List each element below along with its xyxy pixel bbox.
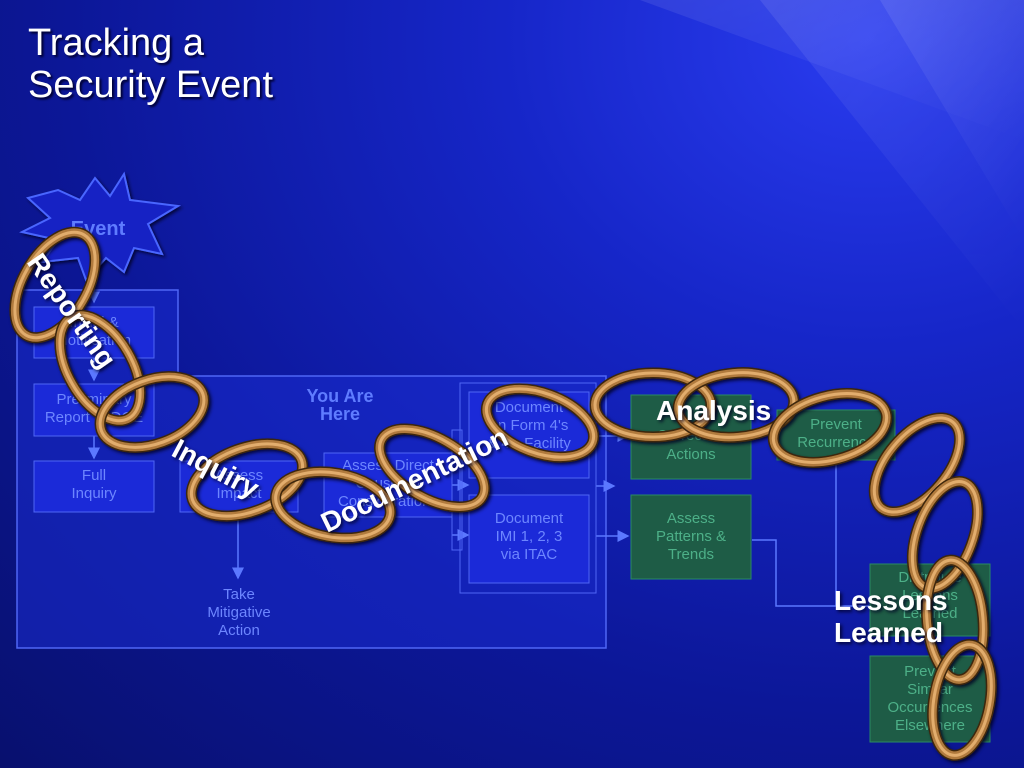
chain-link-highlight — [98, 375, 206, 449]
mitigative-text: Mitigative — [207, 604, 270, 621]
box-text: Document — [495, 510, 564, 527]
chain-link-highlight — [58, 313, 142, 423]
you-are-here-line-1: You Are — [306, 386, 373, 406]
you-are-here-label: You Are Here — [306, 386, 373, 424]
chain-link-highlight — [484, 387, 596, 459]
box-text: Actions — [666, 446, 715, 463]
analysis-label: Analysis — [656, 395, 771, 426]
you-are-here-line-2: Here — [320, 404, 360, 424]
box-text: via ITAC — [501, 546, 558, 563]
box-text: on Form 4's — [490, 417, 569, 434]
chain — [9, 226, 997, 761]
chain-link-highlight — [931, 643, 993, 757]
background-rays — [640, 0, 1024, 330]
assess-patterns-box — [630, 494, 752, 580]
title-line-1: Tracking a — [28, 22, 204, 64]
chain-link-highlight — [771, 392, 889, 464]
chain-link-highlight — [13, 230, 97, 340]
box-text: Prevent — [810, 416, 863, 433]
mitigative-text: Take — [223, 586, 255, 603]
title-line-2: Security Event — [28, 64, 273, 106]
box-text: Inquiry — [71, 485, 117, 502]
chain-link-highlight — [274, 470, 392, 540]
chain-link-highlight — [378, 427, 486, 509]
slide-title: Tracking a Security Event — [28, 22, 273, 106]
chain-link-highlight — [925, 558, 985, 682]
box-text: Full — [82, 467, 106, 484]
box-text: Patterns & — [656, 528, 726, 545]
box-text: Impact — [216, 485, 262, 502]
box-text: Assess — [215, 467, 263, 484]
mitigative-text: Action — [218, 622, 260, 639]
box-text: Document — [495, 399, 564, 416]
chain-link-highlight — [676, 371, 796, 439]
box-text: Assess — [667, 510, 715, 527]
lessons-label-line-1: Lessons — [834, 585, 948, 616]
chain-link-highlight — [593, 371, 713, 439]
chain-link-highlight — [189, 442, 305, 518]
box-text: Trends — [668, 546, 714, 563]
box-text: IMI 1, 2, 3 — [496, 528, 563, 545]
full-inquiry-box — [33, 460, 155, 513]
document-imi-box — [468, 494, 590, 584]
lessons-label-line-2: Learned — [834, 617, 943, 648]
